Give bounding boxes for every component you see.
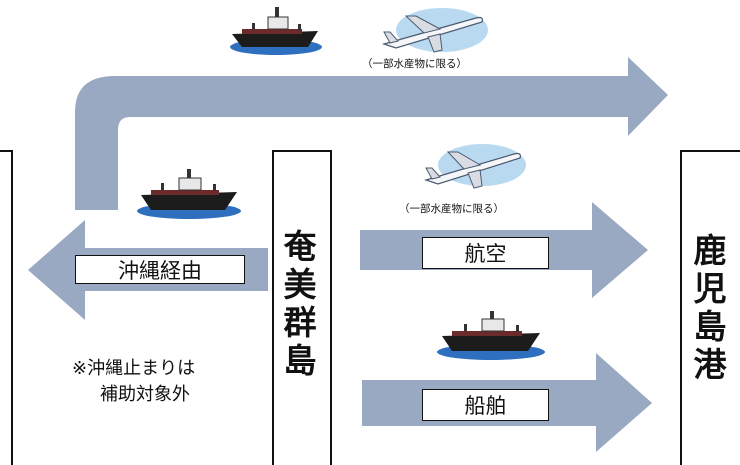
remark-line-1: ※沖縄止まりは (72, 358, 196, 379)
airplane-icon (381, 8, 488, 53)
amami-label: 奄美群島 (283, 227, 317, 380)
remark-line-2: 補助対象外 (100, 384, 190, 405)
airplane-icon (423, 144, 526, 189)
okinawa-remark: ※沖縄止まりは 補助対象外 (72, 356, 195, 408)
okinawa-route-label: 沖縄経由 (75, 255, 245, 284)
top-route-note: （一部水産物に限る） (362, 58, 467, 70)
ship-icon (137, 169, 241, 219)
air-route-note: （一部水産物に限る） (399, 203, 504, 215)
ship-route-label: 船舶 (422, 389, 549, 421)
ship-icon (437, 311, 545, 360)
kagoshima-label: 鹿児島港 (693, 231, 727, 384)
okinawa-pillar (0, 150, 13, 465)
amami-pillar (272, 150, 332, 465)
kagoshima-pillar (680, 150, 740, 465)
ship-icon (230, 7, 322, 55)
top-route-arrow (75, 57, 668, 210)
air-route-label: 航空 (422, 237, 549, 269)
